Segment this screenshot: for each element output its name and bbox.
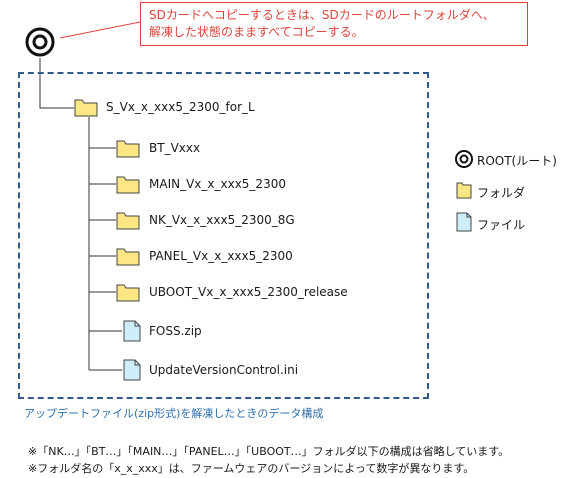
- footnote-2: ※フォルダ名の「x_x_xxx」は、ファームウェアのバージョンによって数字が異な…: [28, 462, 475, 475]
- structure-caption: アップデートファイル(zip形式)を解凍したときのデータ構成: [24, 407, 324, 420]
- root-folder-label: S_Vx_x_xxx5_2300_for_L: [106, 100, 255, 114]
- file-icon: [123, 359, 141, 381]
- tree-item-label: MAIN_Vx_x_xxx5_2300: [149, 177, 286, 191]
- folder-icon: [116, 140, 140, 158]
- folder-icon: [116, 248, 140, 266]
- copy-instruction-callout: SDカードへコピーするときは、SDカードのルートフォルダへ、 解凍した状態のまま…: [140, 2, 528, 46]
- root-legend-icon: [455, 150, 473, 168]
- file-icon: [123, 320, 141, 342]
- root-icon: [25, 27, 55, 57]
- callout-pointer: [59, 21, 141, 39]
- folder-icon: [116, 284, 140, 302]
- tree-item-label: NK_Vx_x_xxx5_2300_8G: [149, 213, 295, 227]
- callout-line-1: SDカードへコピーするときは、SDカードのルートフォルダへ、: [149, 8, 495, 22]
- root-connector: [39, 58, 74, 109]
- legend-folder-label: フォルダ: [477, 186, 526, 200]
- tree-item-label: PANEL_Vx_x_xxx5_2300: [149, 249, 293, 263]
- data-structure-frame: [18, 72, 429, 399]
- tree-item-label: BT_Vxxx: [149, 141, 201, 155]
- folder-legend-icon: [456, 182, 472, 199]
- callout-line-2: 解凍した状態のまますべてコピーする。: [149, 25, 364, 39]
- file-legend-icon: [456, 212, 472, 232]
- legend-file-label: ファイル: [477, 218, 526, 232]
- folder-icon: [116, 212, 140, 230]
- tree-item-label: UBOOT_Vx_x_xxx5_2300_release: [149, 285, 348, 299]
- folder-icon: [116, 176, 140, 194]
- tree-item-label: FOSS.zip: [149, 324, 202, 338]
- footnote-1: ※「NK…」「BT…」「MAIN…」「PANEL…」「UBOOT…」フォルダ以下…: [28, 445, 510, 458]
- tree-item-label: UpdateVersionControl.ini: [149, 363, 299, 377]
- legend-root-label: ROOT(ルート): [477, 154, 557, 168]
- folder-icon: [74, 99, 98, 117]
